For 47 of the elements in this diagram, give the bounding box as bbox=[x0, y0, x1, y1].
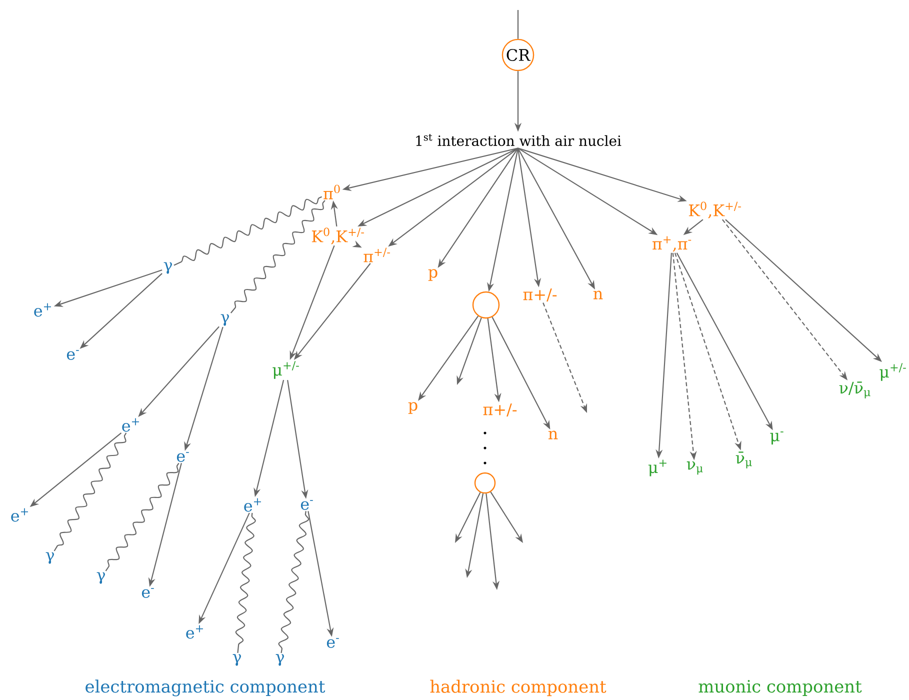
particle-label: K$^{0}$,K$^{+/-}$ bbox=[312, 228, 364, 244]
particle-label: e$^{+}$ bbox=[186, 625, 203, 639]
interaction-label: 1$^{st}$ interaction with air nuclei bbox=[416, 134, 622, 146]
particle-label: e$^{-}$ bbox=[326, 638, 339, 648]
particle-label: p bbox=[408, 402, 418, 414]
wavy-line bbox=[230, 200, 326, 314]
particle-label: e$^{+}$ bbox=[34, 303, 51, 317]
particle-label: e$^{+}$ bbox=[122, 418, 139, 432]
particle-label: ν/ν̄$_{μ}$ bbox=[839, 382, 870, 398]
interaction-circle bbox=[474, 472, 496, 494]
particle-label: n bbox=[593, 290, 603, 300]
particle-label: ν̄$_{μ}$ bbox=[736, 452, 752, 468]
particle-label: e$^{+}$ bbox=[11, 508, 28, 522]
particle-label: μ$^{+/-}$ bbox=[880, 363, 906, 381]
particle-label: K$^{0}$,K$^{+/-}$ bbox=[688, 202, 741, 218]
wavy-line bbox=[235, 512, 256, 654]
particle-label: π$^{+/-}$ bbox=[364, 248, 390, 262]
particle-label: γ bbox=[46, 552, 54, 564]
particle-label: π$^{0}$ bbox=[324, 184, 340, 200]
particle-label: γ bbox=[276, 654, 284, 666]
particle-label: p bbox=[428, 269, 438, 281]
particle-label: π+/- bbox=[483, 403, 517, 417]
particle-label: π+/- bbox=[523, 288, 557, 302]
wavy-line bbox=[278, 511, 310, 654]
wavy-line bbox=[174, 196, 322, 266]
particle-label: μ$^{-}$ bbox=[770, 432, 784, 444]
component-label: electromagnetic component bbox=[86, 680, 326, 696]
particle-label: π$^{+}$,π$^{-}$ bbox=[652, 236, 692, 252]
wavy-line bbox=[54, 432, 127, 552]
particle-label: n bbox=[548, 430, 558, 440]
particle-label: γ bbox=[220, 314, 229, 326]
component-label: hadronic component bbox=[430, 680, 606, 696]
particle-label: ν$_{μ}$ bbox=[686, 461, 703, 475]
particle-label: e$^{-}$ bbox=[300, 500, 313, 510]
particle-label: e$^{-}$ bbox=[66, 350, 79, 360]
component-label: muonic component bbox=[698, 680, 862, 696]
particle-label: γ bbox=[232, 654, 241, 666]
particle-label: γ bbox=[164, 262, 172, 274]
particle-label: e$^{-}$ bbox=[176, 452, 189, 462]
line bbox=[517, 10, 519, 39]
particle-label: e$^{-}$ bbox=[142, 588, 154, 598]
particle-label: e$^{+}$ bbox=[244, 498, 261, 512]
particle-label: μ$^{+/-}$ bbox=[272, 361, 299, 379]
wavy-line bbox=[105, 462, 180, 572]
particle-label: γ bbox=[96, 572, 105, 584]
interaction-circle bbox=[472, 291, 500, 319]
particle-label: μ$^{+}$ bbox=[648, 460, 666, 476]
